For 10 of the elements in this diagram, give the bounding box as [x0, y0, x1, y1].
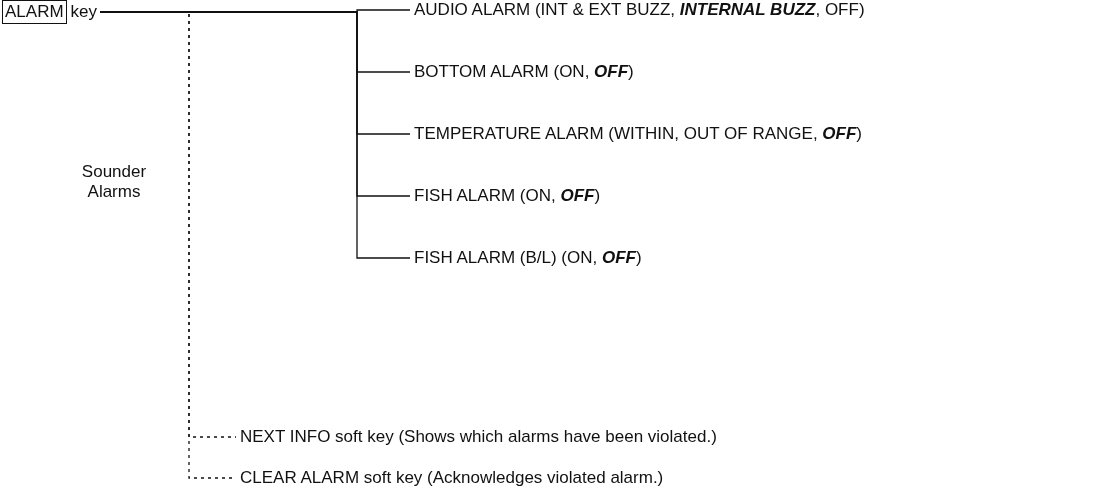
- key-box: ALARM: [2, 0, 67, 24]
- menu-item: AUDIO ALARM (INT & EXT BUZZ, INTERNAL BUZZ, OFF): [414, 0, 865, 20]
- menu-item: BOTTOM ALARM (ON, OFF): [414, 62, 634, 82]
- menu-item: FISH ALARM (ON, OFF): [414, 186, 601, 206]
- group-label: Sounder Alarms: [80, 162, 148, 202]
- menu-item: NEXT INFO soft key (Shows which alarms have been violated.): [240, 427, 717, 447]
- menu-item: TEMPERATURE ALARM (WITHIN, OUT OF RANGE, OFF): [414, 124, 862, 144]
- menu-item: CLEAR ALARM soft key (Acknowledges violated alarm.): [240, 468, 664, 488]
- key-caption: key: [70, 2, 98, 21]
- menu-item: FISH ALARM (B/L) (ON, OFF): [414, 248, 642, 268]
